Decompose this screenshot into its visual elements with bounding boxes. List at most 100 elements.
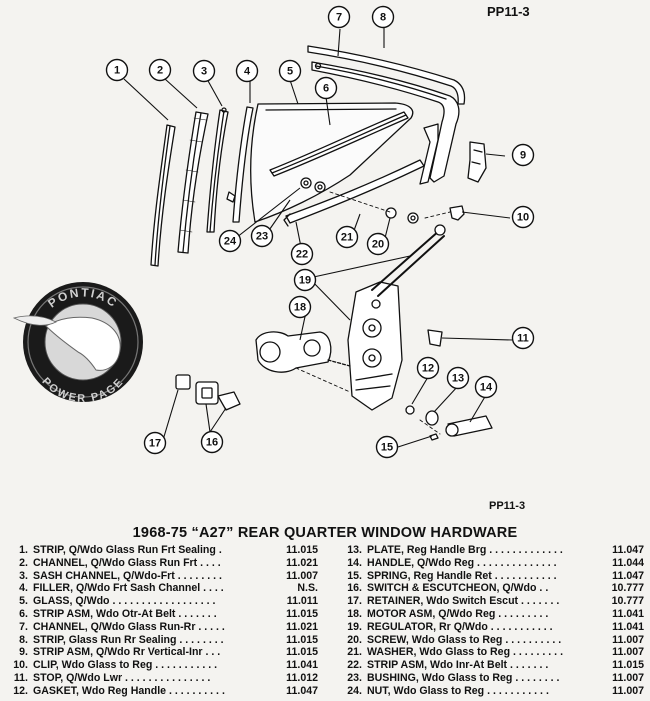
- part-name: SPRING,: [367, 569, 411, 582]
- part-detail: Wdo Otr-At Belt . . . . . . .: [93, 607, 217, 620]
- part-name: CHANNEL,: [33, 620, 88, 633]
- part-name: STRIP,: [33, 633, 66, 646]
- svg-text:18: 18: [294, 302, 306, 314]
- part-detail: Q/Wdo Glass Run Frt Sealing .: [65, 544, 222, 556]
- callout-1: 1: [105, 58, 129, 82]
- callout-12: 12: [416, 356, 440, 380]
- part-name: SWITCH & ESCUTCHEON,: [367, 582, 500, 595]
- part-row: 23. BUSHING, Wdo Glass to Reg . . . . . .…: [340, 672, 644, 685]
- callout-14: 14: [474, 375, 498, 399]
- part-row: 3. SASH CHANNEL, Q/Wdo-Frt . . . . . . . …: [6, 570, 318, 583]
- part-name: REGULATOR,: [367, 620, 437, 633]
- part-detail: Q/Wdo Glass Run-Rr . . . . .: [87, 620, 225, 633]
- part-row: 16. SWITCH & ESCUTCHEON, Q/Wdo . . 10.777: [340, 582, 644, 595]
- part-channel-front: [177, 111, 209, 254]
- part-number: 23.: [347, 671, 362, 684]
- part-catalog-code: 11.041: [612, 607, 644, 620]
- part-detail: Q/Wdo Frt Sash Channel . . . .: [73, 582, 224, 595]
- part-catalog-code: 11.007: [612, 684, 644, 697]
- part-detail: Reg Handle Ret . . . . . . . . . . .: [410, 569, 557, 582]
- part-description: GLASS, Q/Wdo . . . . . . . . . . . . . .…: [33, 595, 215, 608]
- part-name: NUT,: [367, 684, 391, 697]
- part-number: 2.: [19, 556, 28, 569]
- part-strip-front-sealing: [150, 124, 176, 267]
- part-name: STOP,: [33, 671, 64, 684]
- part-row: 14.HANDLE, Q/Wdo Reg . . . . . . . . . .…: [340, 557, 644, 570]
- part-detail: Wdo Glass to Reg . . . . . . . . .: [416, 646, 564, 659]
- part-description: FILLER, Q/Wdo Frt Sash Channel . . . .: [33, 582, 224, 595]
- part-detail: Wdo Glass to Reg . . . . . . . .: [418, 671, 560, 684]
- part-detail: Q/Wdo Lwr . . . . . . . . . . . . . . .: [63, 671, 211, 684]
- part-description: STRIP ASM, Wdo Inr-At Belt . . . . . . .: [367, 659, 548, 672]
- part-name: GASKET,: [33, 684, 79, 697]
- part-row: 15.SPRING, Reg Handle Ret . . . . . . . …: [340, 570, 644, 583]
- part-catalog-code: 11.007: [286, 569, 318, 582]
- part-number: 14.: [347, 556, 362, 569]
- part-row: 24.NUT, Wdo Glass to Reg . . . . . . . .…: [340, 685, 644, 698]
- svg-text:14: 14: [480, 382, 493, 394]
- svg-text:7: 7: [336, 12, 342, 24]
- svg-text:23: 23: [256, 231, 268, 243]
- part-catalog-code: 11.021: [286, 556, 318, 569]
- part-row: 22. STRIP ASM, Wdo Inr-At Belt . . . . . …: [340, 659, 644, 672]
- part-description: SASH CHANNEL, Q/Wdo-Frt . . . . . . . .: [33, 570, 222, 583]
- part-name: BUSHING,: [367, 671, 419, 684]
- part-detail: Wdo Reg Handle . . . . . . . . . .: [78, 684, 225, 697]
- part-name: PLATE,: [367, 544, 404, 556]
- part-description: STOP, Q/Wdo Lwr . . . . . . . . . . . . …: [33, 672, 210, 685]
- part-stop: [427, 329, 443, 347]
- part-description: SWITCH & ESCUTCHEON, Q/Wdo . .: [367, 582, 548, 595]
- part-strip-outer-belt: [269, 111, 409, 177]
- page-id-bottom: PP11-3: [489, 500, 526, 512]
- callout-4: 4: [235, 59, 259, 83]
- part-description: STRIP, Q/Wdo Glass Run Frt Sealing .: [33, 544, 222, 557]
- part-number: 22.: [347, 659, 362, 672]
- callout-22: 22: [290, 242, 314, 266]
- callout-18: 18: [288, 295, 312, 319]
- part-number: 16.: [347, 582, 362, 595]
- part-row: 21.WASHER, Wdo Glass to Reg . . . . . . …: [340, 646, 644, 659]
- svg-text:12: 12: [422, 363, 434, 375]
- part-catalog-code: 11.007: [612, 646, 644, 659]
- part-catalog-code: 10.777: [611, 582, 644, 595]
- callout-19: 19: [293, 268, 317, 292]
- part-description: PLATE, Reg Handle Brg . . . . . . . . . …: [367, 544, 563, 557]
- part-row: 1.STRIP, Q/Wdo Glass Run Frt Sealing .11…: [6, 544, 318, 557]
- part-strip-inner-belt: [283, 159, 425, 227]
- part-description: SPRING, Reg Handle Ret . . . . . . . . .…: [367, 570, 557, 583]
- svg-text:22: 22: [296, 249, 308, 261]
- svg-text:13: 13: [452, 373, 464, 385]
- part-row: 18.MOTOR ASM, Q/Wdo Reg . . . . . . . . …: [340, 608, 644, 621]
- part-detail: Wdo Inr-At Belt . . . . . . .: [427, 659, 549, 672]
- part-detail: Rr Q/Wdo . . . . . . . . . . .: [436, 620, 553, 633]
- part-description: STRIP ASM, Wdo Otr-At Belt . . . . . . .: [33, 608, 217, 621]
- part-number: 3.: [19, 569, 28, 582]
- part-catalog-code: 11.015: [286, 633, 318, 646]
- callout-13: 13: [446, 366, 470, 390]
- part-description: MOTOR ASM, Q/Wdo Reg . . . . . . . . .: [367, 608, 548, 621]
- callout-9: 9: [511, 143, 535, 167]
- part-number: 6.: [19, 607, 28, 620]
- part-detail: Q/Wdo Rr Vertical-Inr . . .: [93, 646, 221, 659]
- part-row: 12.GASKET, Wdo Reg Handle . . . . . . . …: [6, 685, 318, 698]
- part-name: STRIP ASM,: [33, 646, 94, 659]
- svg-text:3: 3: [201, 66, 207, 78]
- part-catalog-code: 11.047: [612, 569, 644, 582]
- exploded-parts-diagram: 123456789101112131415161718192021222324 …: [12, 5, 535, 459]
- part-strip-rear-vertical: [419, 123, 487, 185]
- part-motor: [255, 331, 351, 373]
- svg-text:16: 16: [206, 437, 218, 449]
- part-filler: [226, 106, 254, 223]
- part-number: 19.: [347, 620, 362, 633]
- part-number: 7.: [19, 620, 28, 633]
- callout-21: 21: [335, 225, 359, 249]
- part-row: 10.CLIP, Wdo Glass to Reg . . . . . . . …: [6, 659, 318, 672]
- part-name: STRIP,: [33, 544, 66, 556]
- svg-text:8: 8: [380, 12, 386, 24]
- part-detail: Wdo Glass to Reg . . . . . . . . . . .: [390, 684, 549, 697]
- part-detail: Q/Wdo-Frt . . . . . . . .: [120, 569, 222, 582]
- part-catalog-code: 11.015: [286, 607, 318, 620]
- part-name: GLASS,: [33, 595, 73, 608]
- part-detail: Q/Wdo Glass Run Frt . . . .: [87, 556, 221, 569]
- callout-23: 23: [250, 224, 274, 248]
